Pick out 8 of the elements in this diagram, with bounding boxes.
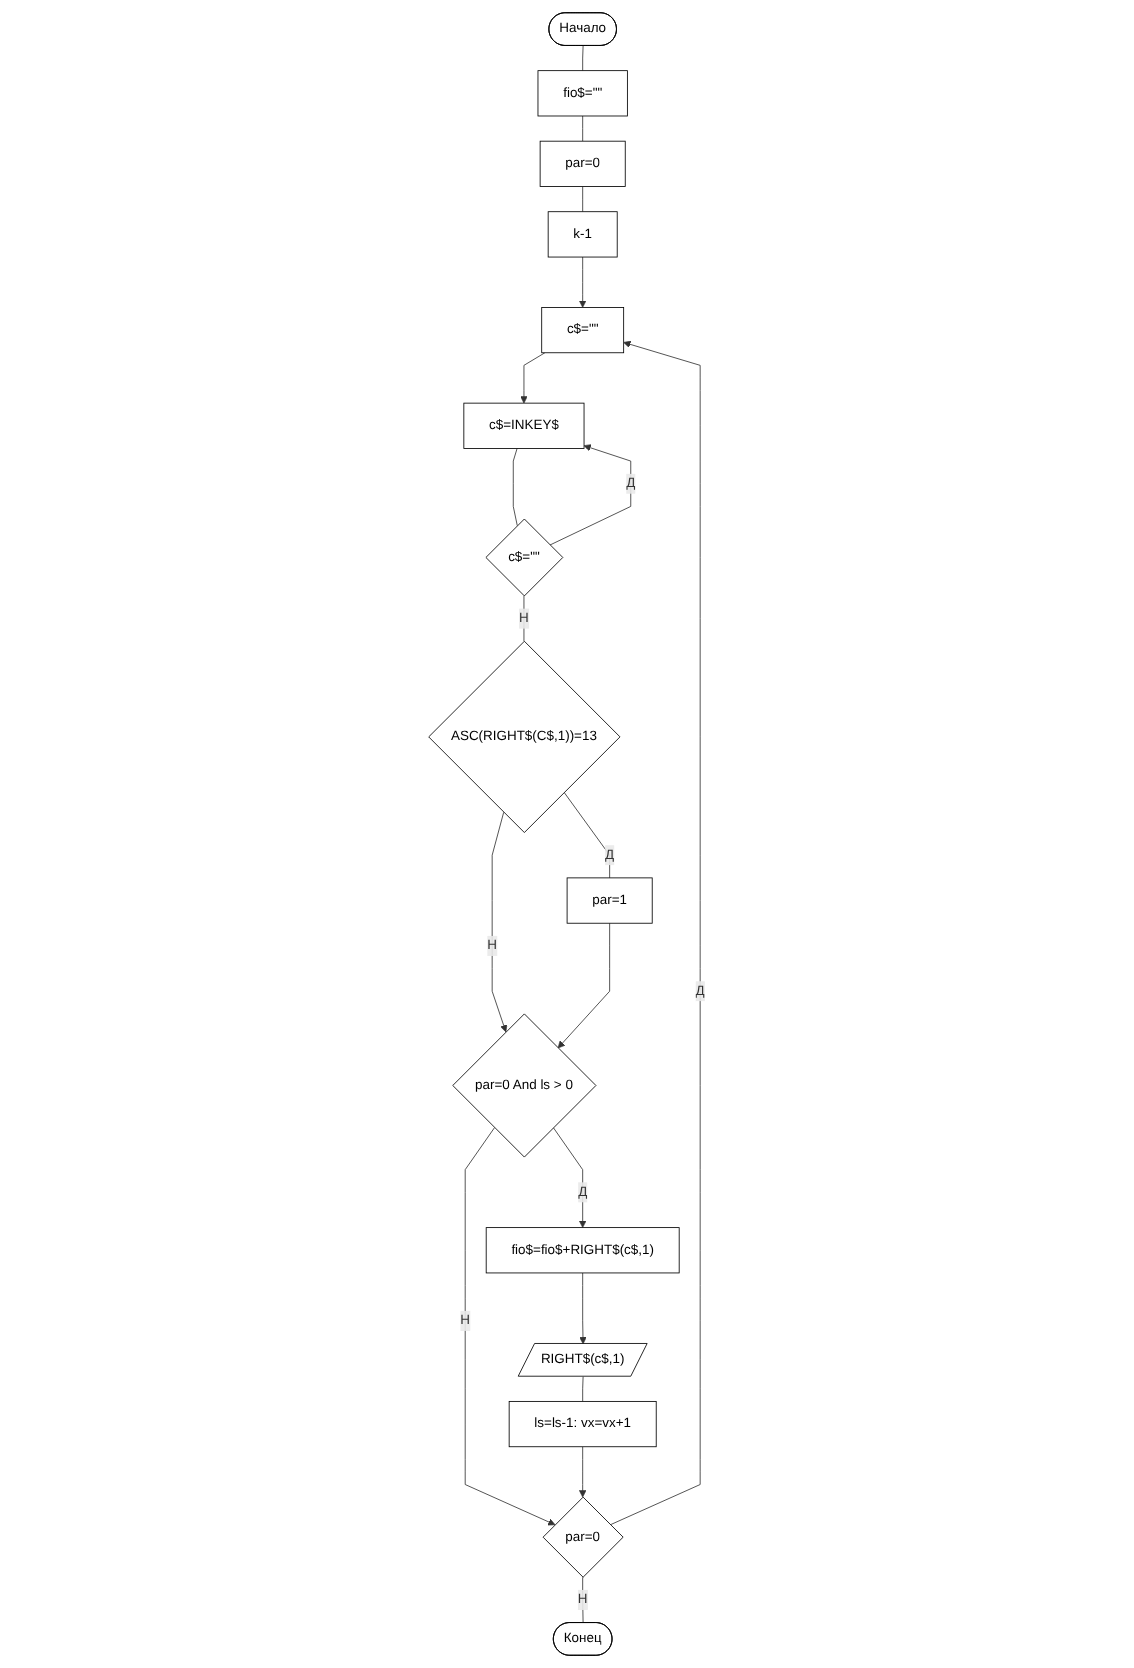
connector <box>582 45 584 72</box>
connector <box>564 791 611 879</box>
connector <box>582 115 584 142</box>
connector <box>582 1576 584 1624</box>
connector <box>582 1376 584 1402</box>
connector <box>582 186 584 213</box>
connector <box>513 448 518 527</box>
connector <box>523 595 525 642</box>
